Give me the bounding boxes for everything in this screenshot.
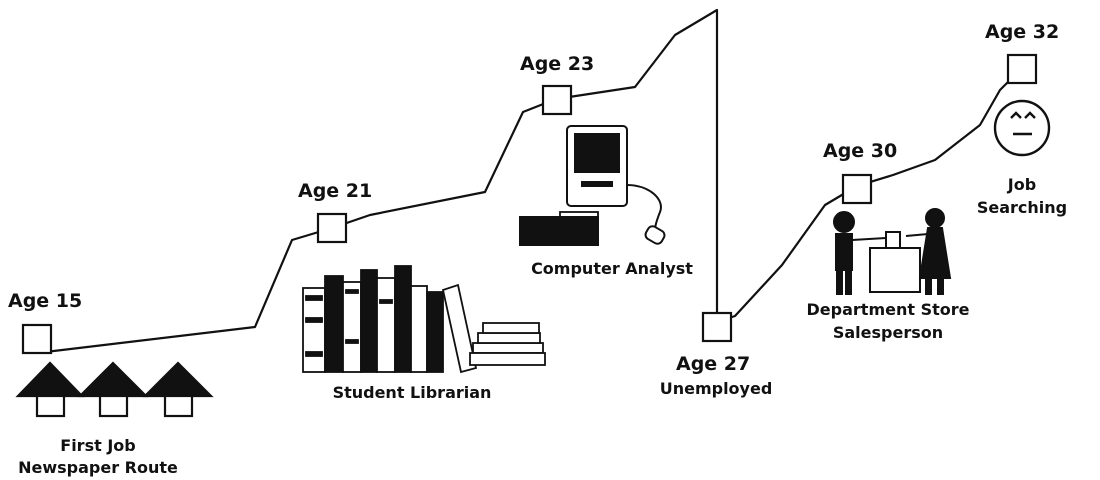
job-label-department-store: Department Store xyxy=(807,300,970,319)
age-label-23: Age 23 xyxy=(520,53,594,75)
job-label-newspaper-route: Newspaper Route xyxy=(18,458,178,477)
store-clerk-icon xyxy=(834,209,950,294)
houses-icon xyxy=(18,363,211,416)
job-label-unemployed: Unemployed xyxy=(660,379,773,398)
age-label-30: Age 30 xyxy=(823,140,897,162)
job-label-job: Job xyxy=(1007,175,1036,194)
milestone-box-age-21 xyxy=(318,214,346,242)
milestone-box-age-23 xyxy=(543,86,571,114)
age-label-15: Age 15 xyxy=(8,290,82,312)
books-icon xyxy=(303,266,545,372)
milestone-box-age-32 xyxy=(1008,55,1036,83)
age-label-21: Age 21 xyxy=(298,180,372,202)
job-label-first-job: First Job xyxy=(60,436,135,455)
milestone-box-age-27 xyxy=(703,313,731,341)
job-label-computer-analyst: Computer Analyst xyxy=(531,259,693,278)
worried-face-icon xyxy=(995,101,1049,155)
job-label-salesperson: Salesperson xyxy=(833,323,943,342)
milestone-box-age-30 xyxy=(843,175,871,203)
job-label-student-librarian: Student Librarian xyxy=(333,383,492,402)
job-label-searching: Searching xyxy=(977,198,1067,217)
milestone-box-age-15 xyxy=(23,325,51,353)
age-label-27: Age 27 xyxy=(676,353,750,375)
computer-icon xyxy=(520,126,666,246)
age-label-32: Age 32 xyxy=(985,21,1059,43)
